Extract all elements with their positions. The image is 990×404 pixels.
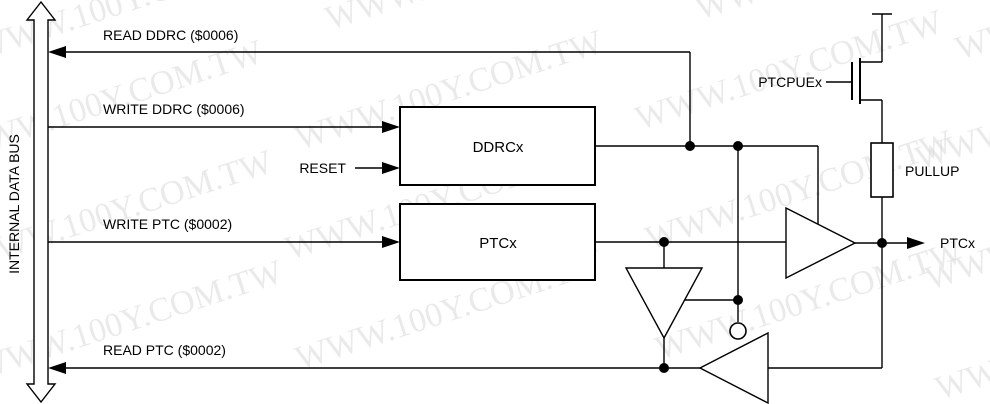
inversion-bubble-icon bbox=[729, 322, 747, 340]
junction-dot bbox=[877, 238, 887, 248]
watermark-text: WWW.100Y.COM.TW bbox=[691, 0, 990, 28]
watermark-text: WWW.100Y.COM.TW bbox=[951, 0, 990, 68]
junction-dot bbox=[733, 141, 743, 151]
output-buffer-triangle bbox=[785, 206, 857, 280]
reset-arrow-icon bbox=[382, 162, 400, 174]
pin-output: PTCx bbox=[855, 197, 975, 368]
write-ptc-label: WRITE PTC ($0002) bbox=[103, 216, 232, 232]
ptc-block: PTCx bbox=[399, 203, 596, 281]
write-ddrc-label: WRITE DDRC ($0006) bbox=[103, 101, 245, 117]
pullup-label: PULLUP bbox=[905, 163, 959, 179]
junction-dot bbox=[685, 141, 695, 151]
junction-dot bbox=[733, 295, 743, 305]
write-ddrc-path: WRITE DDRC ($0006) bbox=[48, 101, 400, 133]
read-ddrc-label: READ DDRC ($0006) bbox=[103, 27, 238, 43]
reset-path: RESET bbox=[299, 160, 400, 176]
junction-dot bbox=[659, 237, 669, 247]
bus-label: INTERNAL DATA BUS bbox=[6, 134, 22, 274]
read-ddrc-arrow-icon bbox=[48, 46, 66, 58]
ptc-block-label: PTCx bbox=[479, 235, 517, 252]
ddrc-block-label: DDRCx bbox=[473, 139, 524, 156]
write-ddrc-arrow-icon bbox=[382, 121, 400, 133]
pullup-transistor: PTCPUEx bbox=[758, 13, 892, 143]
ptc-output-net bbox=[595, 237, 786, 268]
reset-label: RESET bbox=[299, 160, 346, 176]
ddrc-register-box bbox=[399, 106, 596, 186]
pin-label: PTCx bbox=[940, 235, 975, 251]
read-ddrc-path: READ DDRC ($0006) bbox=[48, 27, 691, 146]
input-buffer bbox=[698, 322, 769, 404]
ddrc-block: DDRCx bbox=[399, 106, 596, 186]
pullup-enable-label: PTCPUEx bbox=[758, 74, 822, 90]
read-ptc-path: READ PTC ($0002) bbox=[48, 342, 882, 374]
watermark-text: WWW.100Y.COM.TW bbox=[631, 3, 948, 137]
bus-double-arrow-icon bbox=[25, 0, 57, 404]
feedback-buffer-triangle bbox=[624, 267, 704, 340]
read-ptc-arrow-icon bbox=[48, 362, 66, 374]
read-ptc-label: READ PTC ($0002) bbox=[103, 342, 226, 358]
ptc-register-box bbox=[399, 203, 596, 281]
internal-data-bus: INTERNAL DATA BUS bbox=[6, 0, 57, 404]
write-ptc-arrow-icon bbox=[382, 236, 400, 248]
write-ptc-path: WRITE PTC ($0002) bbox=[48, 216, 400, 248]
resistor-icon bbox=[870, 142, 894, 198]
junction-dot bbox=[659, 363, 669, 373]
pin-arrow-icon bbox=[907, 237, 925, 249]
